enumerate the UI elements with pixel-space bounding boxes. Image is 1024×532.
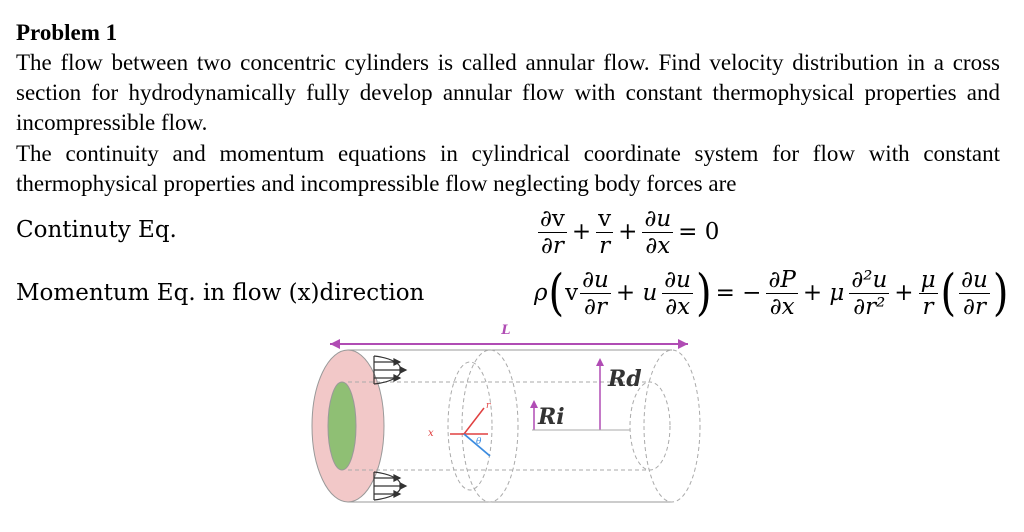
r-axis-line: [463, 407, 485, 435]
inner-cylinder-end: [327, 381, 357, 471]
problem-title: Problem 1: [16, 20, 118, 45]
d2u-dr2-fraction: ∂²u∂r²: [849, 266, 890, 320]
momentum-equation: ρ ( v ∂u∂r + u ∂u∂x ) = − ∂P∂x + μ ∂²u∂r…: [534, 264, 1009, 322]
outer-cylinder-mid: [461, 349, 519, 503]
du-dr-fraction: ∂u∂r: [580, 266, 611, 320]
theta-axis-line: [463, 433, 491, 457]
continuity-label: Continuty Eq.: [16, 217, 177, 243]
momentum-label: Momentum Eq. in flow (x)direction: [16, 280, 425, 306]
outer-radius-label: Rd: [607, 366, 642, 392]
outer-cylinder-far-end: [643, 349, 701, 503]
du-dr-fraction-2: ∂u∂r: [959, 266, 990, 320]
du-dx-fraction: ∂u∂x: [642, 205, 674, 259]
length-arrow-left-head: [330, 339, 340, 349]
inner-cylinder-far-end: [629, 381, 671, 471]
outer-cylinder-body: [348, 349, 672, 503]
velocity-profile-top: [373, 355, 408, 385]
dv-dr-fraction: ∂v∂r: [538, 205, 567, 259]
inner-radius-label: Ri: [537, 404, 565, 430]
dp-dx-fraction: ∂P∂x: [766, 266, 798, 320]
length-arrow-right-head: [678, 339, 688, 349]
x-label: x: [428, 428, 434, 439]
velocity-profile-bottom: [373, 471, 408, 501]
du-dx-fraction: ∂u∂x: [662, 266, 693, 320]
equations-intro: The continuity and momentum equations in…: [16, 141, 1000, 196]
inner-cylinder-mid: [447, 361, 493, 491]
problem-description: The flow between two concentric cylinder…: [16, 50, 1000, 135]
length-label: L: [500, 323, 510, 338]
theta-label: θ: [476, 437, 482, 447]
r-label: r: [486, 401, 491, 411]
inner-cylinder-body: [348, 381, 650, 471]
annular-flow-figure: L x r θ Rd Ri: [311, 323, 701, 503]
